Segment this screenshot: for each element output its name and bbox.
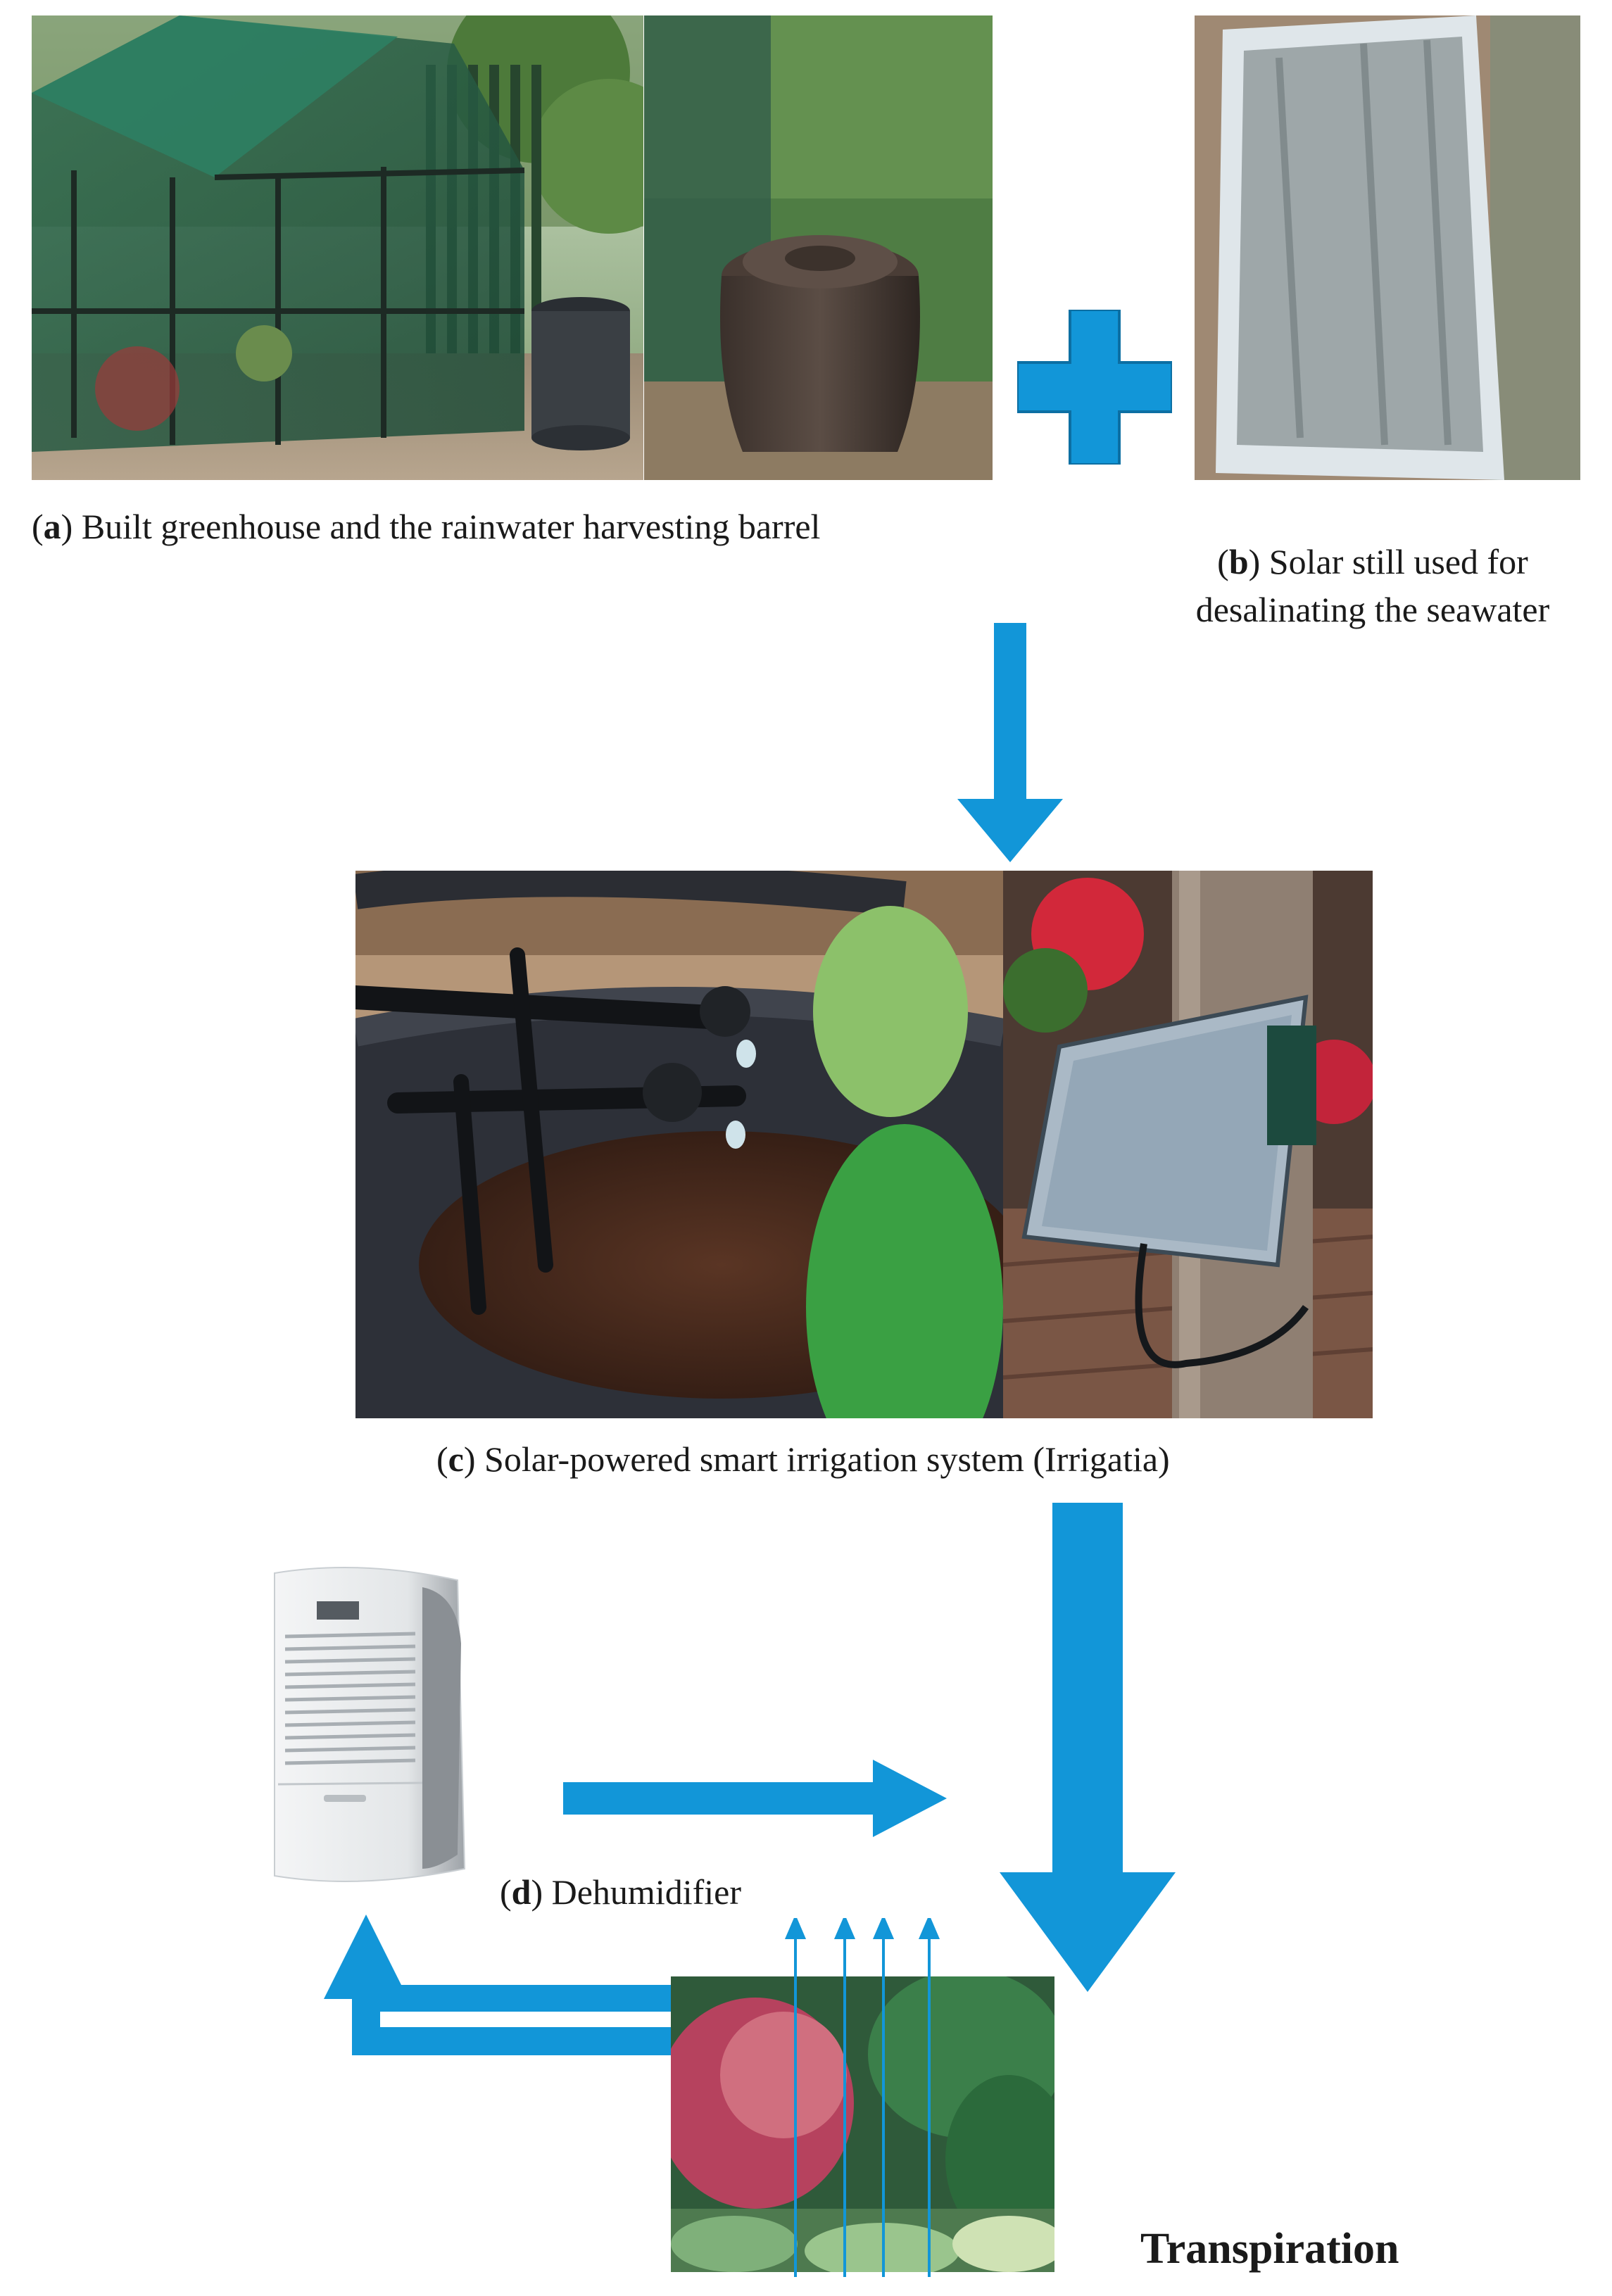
caption-c-letter: c: [448, 1439, 464, 1479]
caption-a-letter: a: [44, 507, 61, 546]
caption-d-letter: d: [512, 1872, 531, 1912]
caption-b-line1-text: Solar still used for: [1269, 542, 1528, 581]
caption-c-text: Solar-powered smart irrigation system (I…: [484, 1439, 1170, 1479]
caption-a-text: Built greenhouse and the rainwater harve…: [82, 507, 821, 546]
solar-still-photo: [1195, 15, 1580, 480]
arrow-down-large-icon: [1000, 1503, 1176, 1992]
caption-b-letter: b: [1229, 542, 1249, 581]
arrow-down-icon: [957, 623, 1063, 862]
caption-a: (a) Built greenhouse and the rainwater h…: [32, 503, 820, 551]
arrow-right-icon: [563, 1760, 947, 1837]
caption-c: (c) Solar-powered smart irrigation syste…: [436, 1436, 1170, 1484]
caption-b-line1: (b) Solar still used for: [1158, 538, 1587, 586]
caption-d-text: Dehumidifier: [552, 1872, 741, 1912]
dehumidifier-photo: [246, 1559, 479, 1897]
transpiration-label: Transpiration: [1140, 2224, 1399, 2274]
greenhouse-photo: [32, 15, 644, 480]
solar-panel-photo: [1003, 871, 1373, 1418]
transpiration-arrows: [778, 1918, 947, 2277]
caption-d: (d) Dehumidifier: [500, 1869, 741, 1917]
plus-icon: [1017, 310, 1172, 465]
rain-barrel-photo: [644, 15, 993, 480]
caption-b-line2: desalinating the seawater: [1158, 586, 1587, 634]
irrigation-pot-photo: [355, 871, 1003, 1418]
caption-b: (b) Solar still used for desalinating th…: [1158, 538, 1587, 633]
